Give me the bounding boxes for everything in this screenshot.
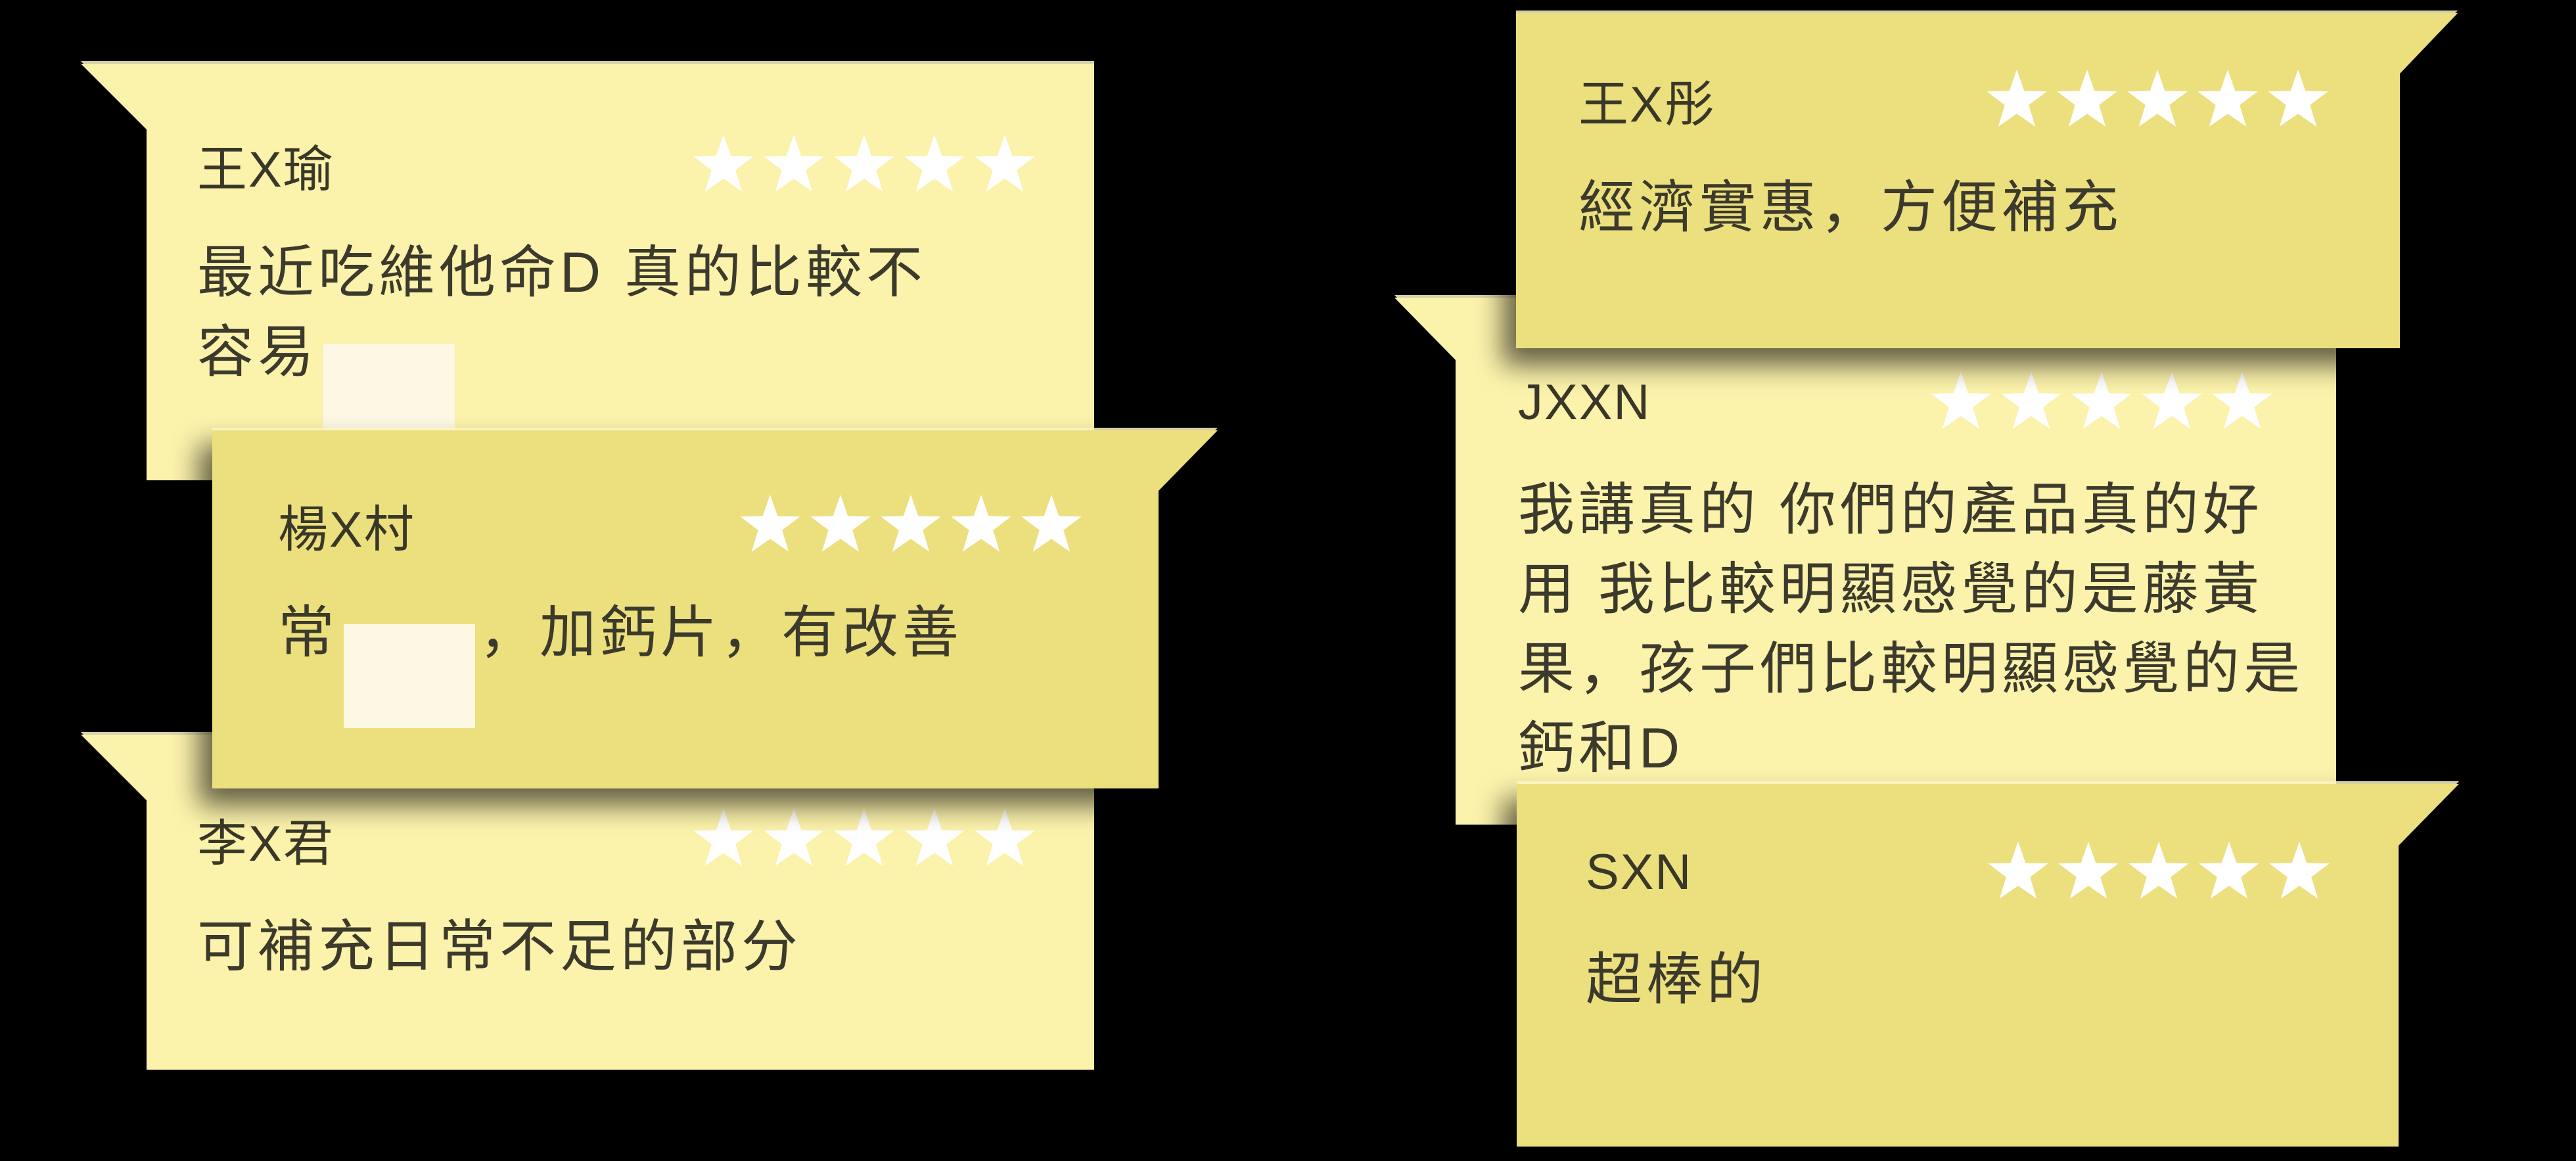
star-icon bbox=[764, 134, 824, 192]
star-icon bbox=[764, 808, 824, 866]
star-icon bbox=[834, 134, 894, 192]
speech-bubble: 楊X村 常，加鈣片，有改善 bbox=[212, 430, 1218, 788]
reviewer-name: 楊X村 bbox=[278, 502, 415, 558]
review-text: 最近吃維他命D 真的比較不 容易 bbox=[197, 233, 1036, 447]
review-card-5: JXXN 我講真的 你們的產品真的好 用 我比較明顯感覺的是藤黃 果，孩子們比較… bbox=[1394, 298, 2336, 825]
star-icon bbox=[1987, 840, 2050, 903]
speech-bubble: SXN 超棒的 bbox=[1517, 784, 2459, 1147]
star-rating bbox=[692, 808, 1036, 871]
star-icon bbox=[2127, 840, 2190, 903]
star-rating bbox=[1987, 840, 2331, 903]
review-header: JXXN bbox=[1518, 367, 2274, 438]
star-icon bbox=[975, 808, 1035, 866]
review-line: 可補充日常不足的部分 bbox=[197, 915, 802, 978]
review-line: 我講真的 你們的產品真的好 bbox=[1518, 478, 2263, 541]
star-rating bbox=[1929, 371, 2274, 434]
review-text: 經濟實惠，方便補充 bbox=[1578, 168, 2330, 248]
star-icon bbox=[2142, 371, 2202, 429]
review-card-3: 李X君 可補充日常不足的部分 bbox=[81, 735, 1094, 1070]
star-icon bbox=[809, 493, 872, 557]
star-icon bbox=[2212, 371, 2272, 429]
star-icon bbox=[2001, 371, 2061, 429]
review-header: 王X瑜 bbox=[197, 129, 1036, 200]
reviewer-name: SXN bbox=[1586, 844, 1693, 900]
review-line: 鈣和D bbox=[1518, 717, 1684, 780]
star-icon bbox=[904, 134, 965, 192]
star-rating bbox=[692, 133, 1036, 196]
review-text: 常，加鈣片，有改善 bbox=[278, 593, 1083, 728]
review-line: 經濟實惠，方便補充 bbox=[1578, 176, 2123, 239]
speech-bubble: 李X君 可補充日常不足的部分 bbox=[81, 735, 1094, 1070]
review-line: 用 我比較明顯感覺的是藤黃 bbox=[1518, 558, 2263, 621]
star-icon bbox=[1931, 371, 1991, 429]
review-line: 果，孩子們比較明顯感覺的是 bbox=[1518, 637, 2304, 700]
star-icon bbox=[2057, 840, 2120, 903]
review-text: 我講真的 你們的產品真的好 用 我比較明顯感覺的是藤黃 果，孩子們比較明顯感覺的… bbox=[1518, 470, 2304, 788]
star-icon bbox=[2196, 68, 2259, 131]
review-text: 可補充日常不足的部分 bbox=[197, 907, 1036, 987]
review-card-1: 王X瑜 最近吃維他命D 真的比較不 容易 bbox=[81, 64, 1094, 480]
star-rating bbox=[739, 493, 1083, 557]
review-header: 楊X村 bbox=[278, 489, 1083, 560]
star-icon bbox=[975, 134, 1035, 192]
speech-bubble: 王X瑜 最近吃維他命D 真的比較不 容易 bbox=[81, 64, 1094, 480]
review-card-6: SXN 超棒的 bbox=[1517, 784, 2459, 1147]
star-icon bbox=[693, 134, 754, 192]
star-icon bbox=[2266, 68, 2330, 131]
star-icon bbox=[1985, 68, 2048, 131]
review-line: 最近吃維他命D 真的比較不 bbox=[197, 241, 927, 304]
review-line: 容易 bbox=[197, 313, 1036, 447]
review-header: SXN bbox=[1586, 836, 2331, 907]
star-icon bbox=[2268, 840, 2331, 903]
review-card-4: 王X彤 經濟實惠，方便補充 bbox=[1516, 13, 2458, 348]
star-icon bbox=[950, 493, 1013, 557]
review-card-2: 楊X村 常，加鈣片，有改善 bbox=[212, 430, 1218, 788]
star-icon bbox=[2126, 68, 2189, 131]
star-icon bbox=[2071, 371, 2132, 429]
review-header: 王X彤 bbox=[1578, 64, 2330, 135]
review-header: 李X君 bbox=[197, 804, 1036, 875]
reviewer-name: 王X彤 bbox=[1578, 77, 1716, 133]
star-icon bbox=[2056, 68, 2119, 131]
star-icon bbox=[879, 493, 942, 557]
review-line: 超棒的 bbox=[1586, 948, 1767, 1011]
star-icon bbox=[2197, 840, 2261, 903]
star-icon bbox=[834, 808, 894, 866]
speech-bubble: JXXN 我講真的 你們的產品真的好 用 我比較明顯感覺的是藤黃 果，孩子們比較… bbox=[1394, 298, 2336, 825]
reviewer-name: 王X瑜 bbox=[197, 142, 334, 198]
redacted-word-box bbox=[323, 344, 455, 447]
star-icon bbox=[904, 808, 965, 866]
star-rating bbox=[1985, 68, 2330, 131]
review-line: 常，加鈣片，有改善 bbox=[278, 593, 1083, 728]
star-icon bbox=[693, 808, 754, 866]
reviewer-name: 李X君 bbox=[197, 816, 334, 872]
review-text: 超棒的 bbox=[1586, 940, 2331, 1020]
speech-bubble: 王X彤 經濟實惠，方便補充 bbox=[1516, 13, 2458, 348]
reviewer-name: JXXN bbox=[1518, 374, 1651, 430]
star-icon bbox=[739, 493, 802, 557]
redacted-word-box bbox=[344, 624, 475, 728]
star-icon bbox=[1020, 493, 1083, 557]
